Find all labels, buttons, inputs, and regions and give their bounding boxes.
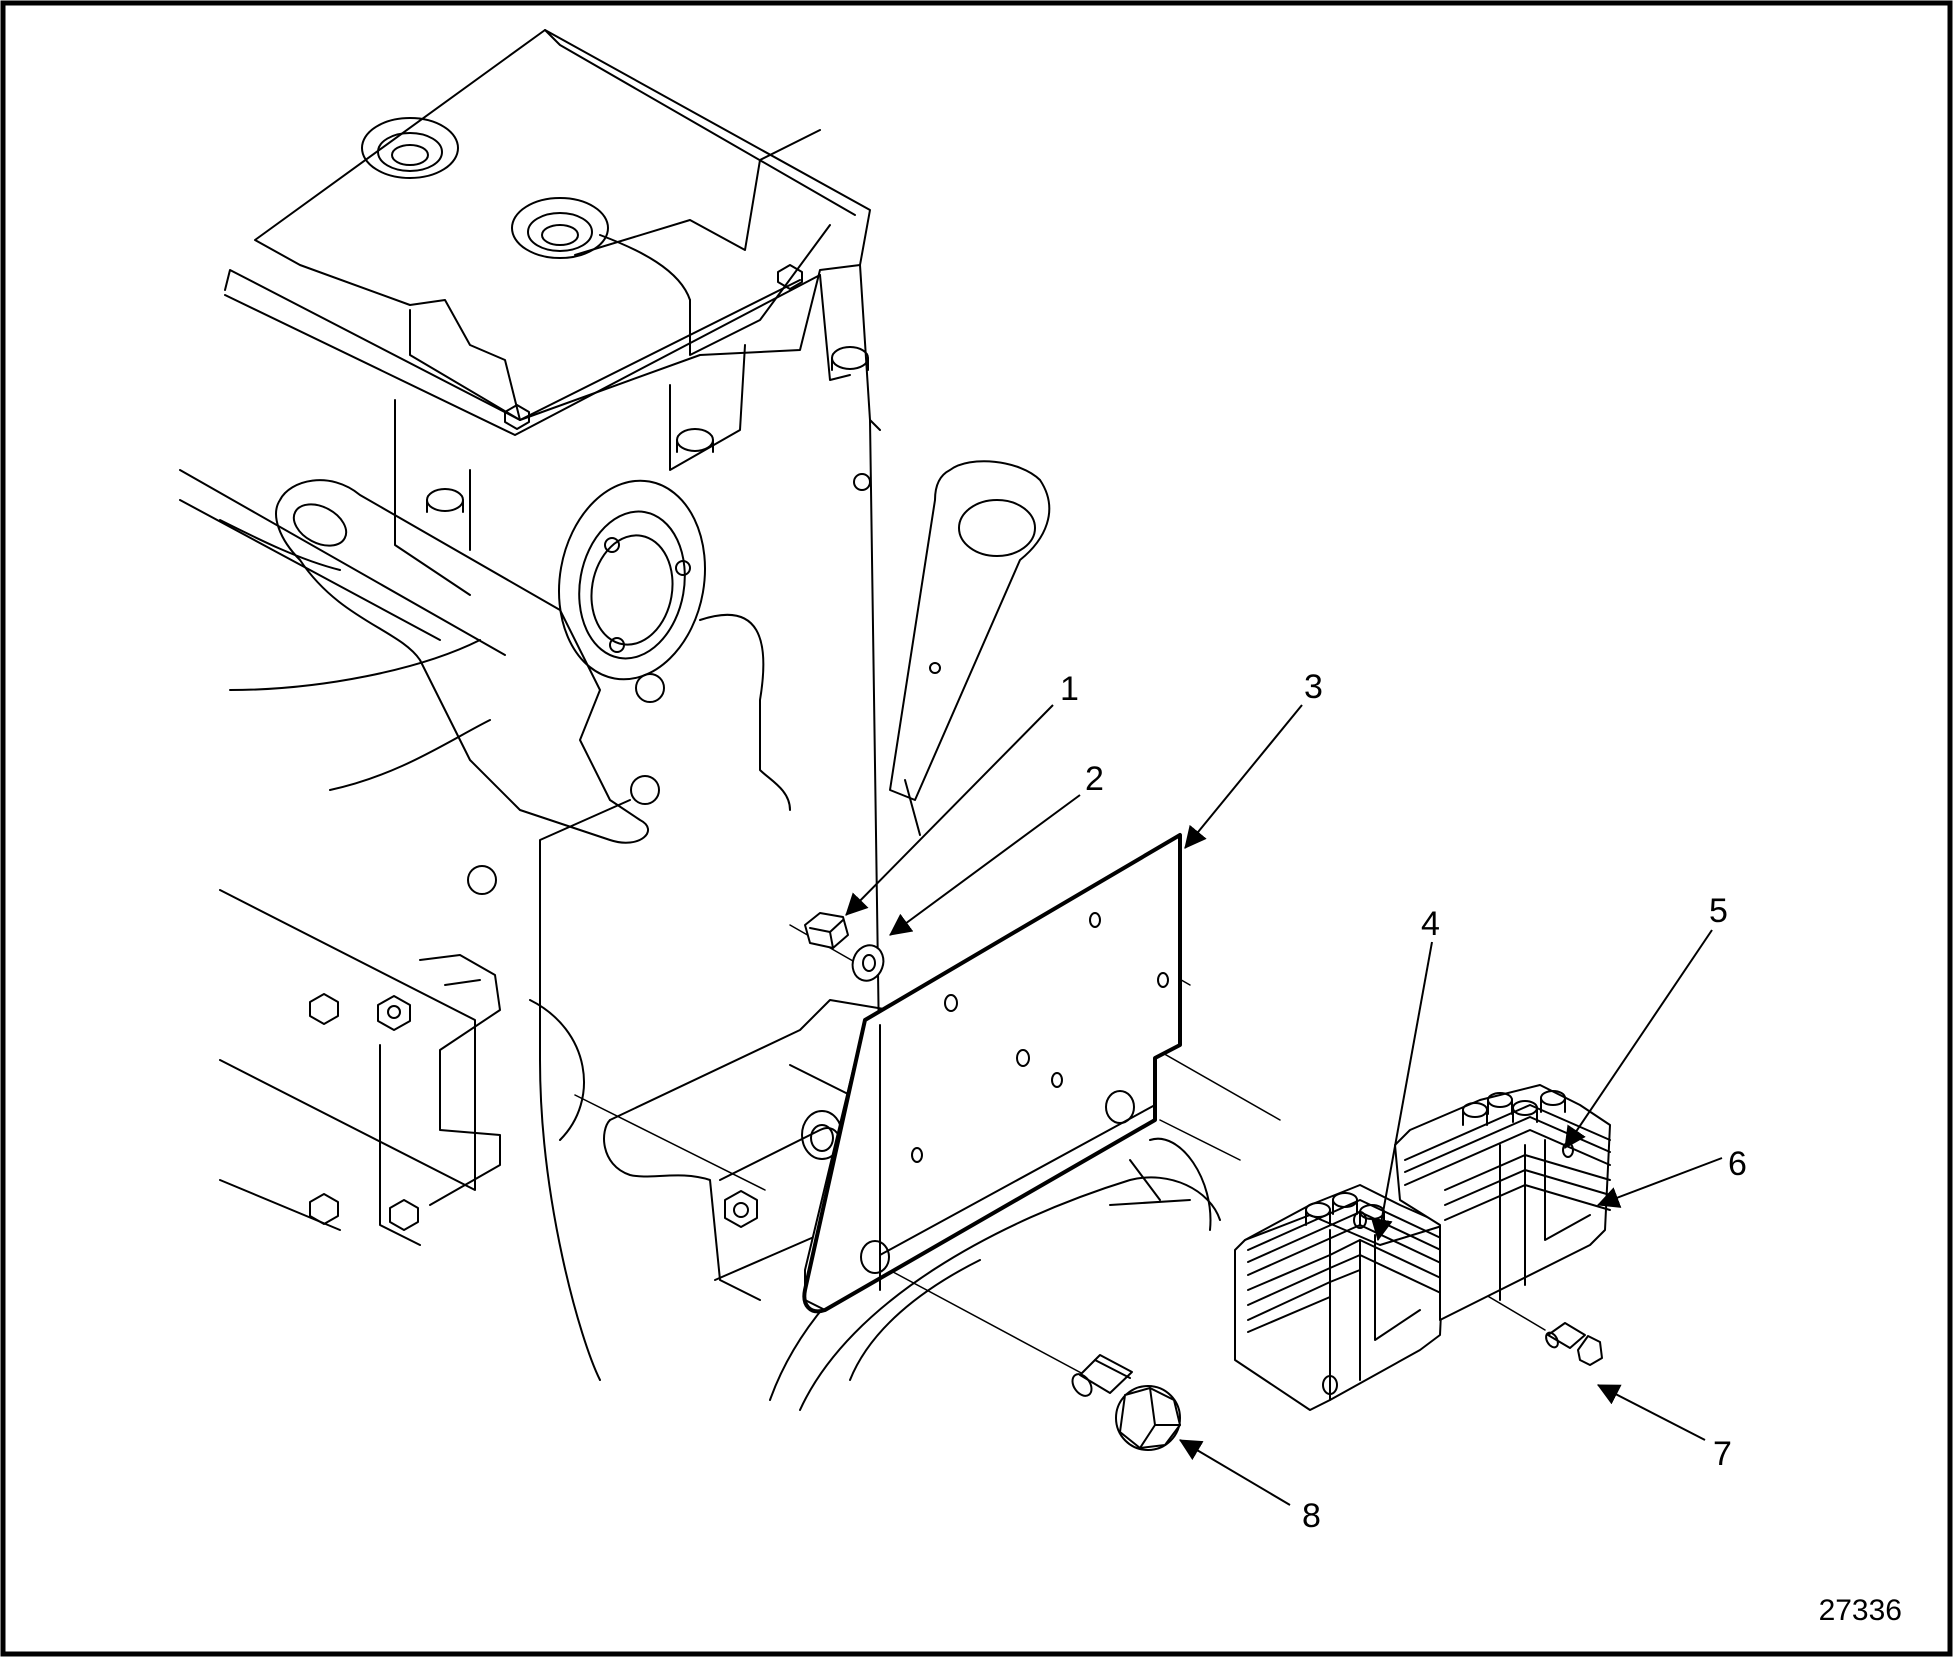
callout-4-leader <box>1370 941 1433 1242</box>
callout-6-leader <box>1596 1157 1723 1208</box>
callout-numbers: 1 2 3 4 5 6 7 8 <box>1060 668 1747 1535</box>
callout-8-label: 8 <box>1302 1497 1321 1535</box>
washer <box>851 944 885 982</box>
callout-4-label: 4 <box>1421 905 1440 943</box>
hex-bolt <box>377 995 411 1031</box>
hex-bolt <box>309 993 339 1025</box>
engine-block <box>179 29 1221 1411</box>
connector-post <box>1462 1090 1566 1126</box>
callout-3-leader <box>1184 704 1303 849</box>
screw <box>1545 1322 1603 1366</box>
mounting-bracket <box>802 833 1182 1314</box>
callout-8-leader <box>1179 1439 1291 1506</box>
oil-filler-cap-2 <box>511 197 609 259</box>
callout-2-label: 2 <box>1085 760 1104 798</box>
lifting-eye <box>889 460 1051 836</box>
callout-leaders <box>845 704 1723 1506</box>
callout-7-label: 7 <box>1713 1435 1732 1473</box>
callout-1-label: 1 <box>1060 670 1079 708</box>
hex-bolt <box>504 404 530 430</box>
callout-2-leader <box>889 794 1081 936</box>
cover-standoff <box>831 346 869 371</box>
callout-5-label: 5 <box>1709 892 1728 930</box>
connector-post <box>1305 1192 1385 1227</box>
gear-housing <box>557 479 707 681</box>
hex-bolt <box>777 264 803 290</box>
callout-7-leader <box>1597 1384 1706 1441</box>
hex-bolt <box>389 1199 419 1231</box>
callout-3-label: 3 <box>1304 668 1323 706</box>
hex-bolt <box>724 1190 758 1228</box>
hex-bolt <box>309 1193 339 1225</box>
callout-6-label: 6 <box>1728 1145 1747 1183</box>
flanged-bolt <box>1071 1354 1181 1451</box>
callout-1-leader <box>845 704 1054 916</box>
figure-number: 27336 <box>1819 1594 1902 1627</box>
cover-standoff <box>426 488 464 513</box>
control-module-a <box>1234 1184 1446 1411</box>
cover-standoff <box>676 428 714 453</box>
callout-5-leader <box>1564 929 1713 1149</box>
oil-filler-cap-1 <box>361 117 459 179</box>
control-module-b <box>1394 1084 1611 1321</box>
hex-nut <box>804 912 849 949</box>
